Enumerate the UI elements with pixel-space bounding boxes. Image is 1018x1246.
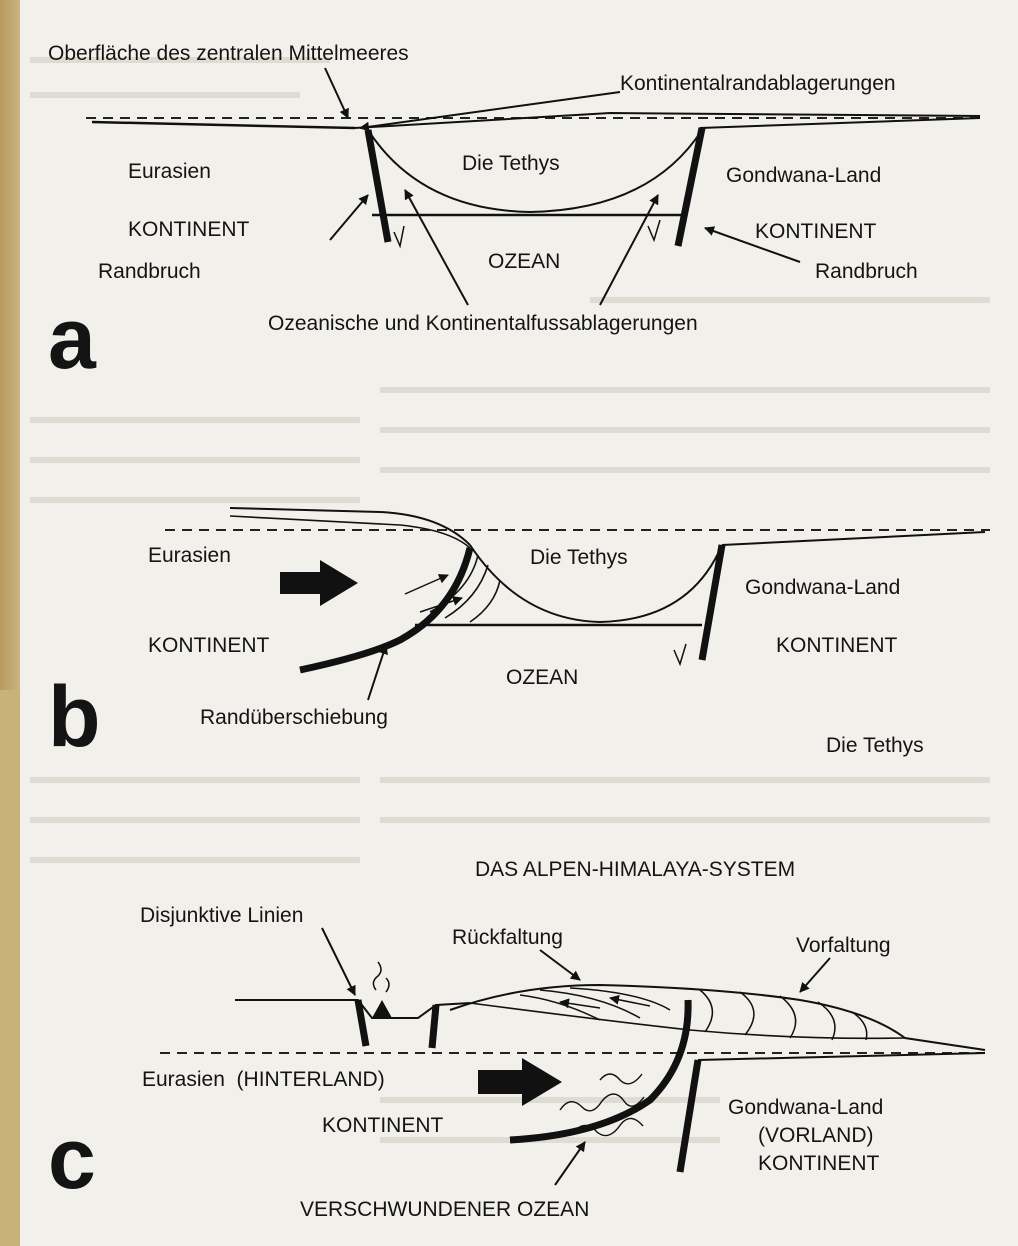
panel-letter-c: c: [48, 1111, 96, 1207]
system-title-c: DAS ALPEN-HIMALAYA-SYSTEM: [475, 858, 795, 881]
fault-tick-right-b: [674, 644, 686, 664]
gondwana-surface-c: [698, 1053, 985, 1060]
gondwana-label-c: Gondwana-Land: [728, 1096, 883, 1119]
randbruch-fault-left-a: [368, 130, 388, 242]
volcano-c: [372, 1000, 392, 1018]
gondwana-label-a: Gondwana-Land: [726, 164, 881, 187]
margin-deposits-label-a: Kontinentalrandablagerungen: [620, 72, 896, 95]
eurasia-label-b: Eurasien: [148, 544, 231, 567]
volcano-smoke-c: [373, 962, 389, 992]
push-arrow-b: [280, 560, 358, 606]
disjunctive-fault-2-c: [432, 1005, 436, 1048]
eurasia-label-a: Eurasien: [128, 160, 211, 183]
arrow-disjunctive-c: [322, 928, 355, 995]
kontinent-right-c: KONTINENT: [758, 1152, 880, 1175]
randbruch-fault-right-b: [702, 545, 722, 660]
sea-label-a: Die Tethys: [462, 152, 560, 175]
fold-5-c: [700, 990, 712, 1032]
vorland-label-c: (VORLAND): [758, 1124, 874, 1147]
hinterland-label-c: Eurasien (HINTERLAND): [142, 1068, 385, 1091]
thrust-arrow-small-1-b: [405, 575, 448, 594]
backfold-1-c: [520, 995, 600, 1020]
orogen-top-c: [450, 985, 985, 1050]
panel-b: Eurasien Die Tethys Gondwana-Land KONTIN…: [48, 508, 990, 765]
arrow-randbruch-left-a: [330, 195, 368, 240]
arrow-vanished-ocean-c: [555, 1142, 585, 1185]
arrow-deposits-right-a: [600, 195, 658, 305]
fault-tick-right-a: [648, 220, 660, 240]
kontinent-left-c: KONTINENT: [322, 1114, 444, 1137]
arrow-deposits-left-a: [405, 190, 468, 305]
eurasia-sediment-top-b: [230, 516, 470, 548]
kontinent-left-a: KONTINENT: [128, 218, 250, 241]
panel-letter-a: a: [48, 291, 97, 387]
kontinent-left-b: KONTINENT: [148, 634, 270, 657]
forefold-label-c: Vorfaltung: [796, 934, 891, 957]
backfold-3-c: [570, 988, 670, 1010]
fold-2-c: [780, 996, 796, 1038]
thrust-slice-3-b: [470, 580, 500, 622]
extra-tethys-label-b: Die Tethys: [826, 734, 924, 757]
gondwana-shelf-b: [722, 532, 985, 545]
vanished-ocean-label-c: VERSCHWUNDENER OZEAN: [300, 1198, 589, 1221]
kontinent-right-b: KONTINENT: [776, 634, 898, 657]
disjunctive-label-c: Disjunktive Linien: [140, 904, 303, 927]
arrow-margin-deposits-a: [360, 92, 620, 128]
thrust-label-b: Randüberschiebung: [200, 706, 388, 729]
eurasia-shelf-a: [92, 122, 355, 128]
arrow-backfold-c: [540, 950, 580, 980]
arrow-surface-a: [325, 68, 348, 118]
ocean-label-a: OZEAN: [488, 250, 560, 273]
fold-1-c: [740, 992, 754, 1035]
gondwana-shelf-a: [700, 118, 980, 128]
fault-tick-left-a: [394, 226, 404, 246]
gondwana-fault-c: [680, 1060, 698, 1172]
randbruch-right-a: Randbruch: [815, 260, 918, 283]
gondwana-label-b: Gondwana-Land: [745, 576, 900, 599]
sea-label-b: Die Tethys: [530, 546, 628, 569]
randbruch-left-a: Randbruch: [98, 260, 201, 283]
deposits-label-a: Ozeanische und Kontinentalfussablagerung…: [268, 312, 698, 335]
panel-c: DAS ALPEN-HIMALAYA-SYSTEM Disjunktive Li…: [48, 858, 985, 1221]
panel-letter-b: b: [48, 669, 101, 765]
arrow-forefold-c: [800, 958, 830, 992]
disjunctive-fault-1-c: [358, 1000, 366, 1046]
surface-label-a: Oberfläche des zentralen Mittelmeeres: [48, 42, 409, 65]
backfold-label-c: Rückfaltung: [452, 926, 563, 949]
ocean-label-b: OZEAN: [506, 666, 578, 689]
eurasia-surface-b: [230, 508, 470, 545]
kontinent-right-a: KONTINENT: [755, 220, 877, 243]
